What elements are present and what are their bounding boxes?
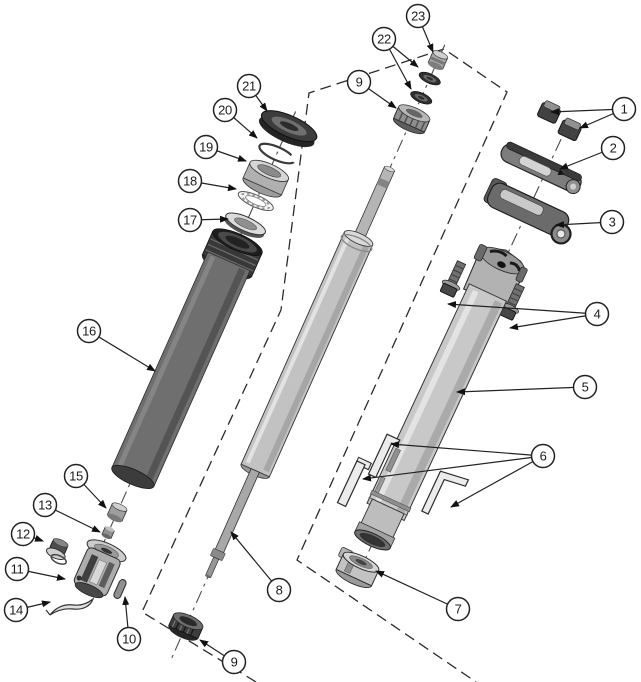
balloon-21: 21 bbox=[236, 73, 262, 99]
left-assembly bbox=[97, 110, 318, 557]
svg-text:19: 19 bbox=[199, 140, 213, 155]
svg-text:1: 1 bbox=[621, 102, 628, 117]
balloon-5: 5 bbox=[572, 374, 598, 400]
middle-assembly bbox=[168, 44, 449, 660]
leader-6c bbox=[450, 455, 544, 508]
part-15-spacer bbox=[106, 502, 128, 523]
part-2-upper-clamp bbox=[500, 141, 582, 195]
svg-text:22: 22 bbox=[377, 32, 391, 47]
svg-text:17: 17 bbox=[183, 213, 197, 228]
svg-text:7: 7 bbox=[455, 602, 462, 617]
balloon-15: 15 bbox=[63, 463, 89, 489]
balloon-14: 14 bbox=[3, 597, 29, 623]
balloon-22: 22 bbox=[371, 26, 397, 52]
balloon-18: 18 bbox=[177, 168, 203, 194]
part-22-oring-b bbox=[410, 91, 433, 105]
balloon-9-top: 9 bbox=[346, 69, 372, 95]
svg-text:13: 13 bbox=[38, 498, 52, 513]
svg-text:2: 2 bbox=[610, 141, 617, 156]
svg-text:16: 16 bbox=[82, 324, 96, 339]
balloon-3: 3 bbox=[599, 209, 625, 235]
leader-6a bbox=[390, 441, 544, 457]
balloon-12: 12 bbox=[10, 521, 36, 547]
part-7-lower-collar bbox=[335, 547, 380, 589]
svg-text:6: 6 bbox=[540, 449, 547, 464]
part-22-oring-a bbox=[418, 71, 441, 86]
balloon-17: 17 bbox=[177, 207, 203, 233]
part-11-actuator-body bbox=[73, 539, 127, 599]
balloons: 23 22 9 21 20 19 18 17 bbox=[3, 3, 637, 675]
balloon-1: 1 bbox=[611, 96, 637, 122]
part-9-collar-bottom bbox=[168, 612, 204, 641]
balloon-6: 6 bbox=[530, 443, 556, 469]
svg-text:15: 15 bbox=[69, 469, 83, 484]
svg-text:23: 23 bbox=[411, 9, 425, 24]
kit-outline-dashed bbox=[141, 48, 508, 682]
svg-text:5: 5 bbox=[582, 380, 589, 395]
part-21-seal-collar bbox=[258, 110, 318, 148]
leader-6b bbox=[362, 455, 544, 482]
part-14-spring-clip bbox=[45, 597, 95, 616]
part-3-lower-clamp bbox=[483, 178, 572, 245]
balloon-16: 16 bbox=[76, 318, 102, 344]
part-18-wave-washer bbox=[237, 191, 274, 212]
part-1-rail-nut-b bbox=[557, 117, 582, 142]
balloon-13: 13 bbox=[32, 492, 58, 518]
part-9-collar-top bbox=[392, 104, 431, 135]
part-20-snap-ring bbox=[258, 142, 300, 165]
leader-5 bbox=[456, 386, 586, 396]
svg-text:10: 10 bbox=[122, 632, 136, 647]
balloon-20: 20 bbox=[212, 97, 238, 123]
svg-text:20: 20 bbox=[218, 103, 232, 118]
balloon-23: 23 bbox=[405, 3, 431, 29]
svg-text:8: 8 bbox=[276, 583, 283, 598]
part-23-valve-cap bbox=[427, 50, 449, 71]
part-16-lower-tube bbox=[111, 228, 263, 489]
part-6-key-b bbox=[336, 456, 373, 508]
leader-4b bbox=[509, 313, 598, 331]
svg-text:14: 14 bbox=[9, 603, 23, 618]
part-19-bushing bbox=[242, 159, 289, 198]
svg-text:11: 11 bbox=[11, 562, 24, 577]
part-5-upper-post bbox=[354, 283, 508, 551]
part-8-damper-shaft bbox=[205, 165, 396, 579]
right-assembly bbox=[335, 100, 582, 589]
part-10-pin bbox=[113, 579, 127, 599]
balloon-9-bottom: 9 bbox=[221, 649, 247, 675]
part-4-bolt-a bbox=[439, 260, 467, 298]
balloon-10: 10 bbox=[116, 626, 142, 652]
balloon-4: 4 bbox=[584, 301, 610, 327]
balloon-7: 7 bbox=[445, 596, 471, 622]
balloon-2: 2 bbox=[600, 135, 626, 161]
leader-7 bbox=[375, 570, 459, 610]
svg-text:9: 9 bbox=[231, 655, 238, 670]
part-13-ball-end bbox=[101, 526, 115, 540]
leader-16 bbox=[88, 330, 156, 372]
balloon-11: 11 bbox=[4, 556, 30, 582]
balloon-19: 19 bbox=[193, 134, 219, 160]
centerline-middle bbox=[170, 44, 446, 660]
svg-text:3: 3 bbox=[609, 215, 616, 230]
part-12-set-screw bbox=[45, 538, 69, 565]
part-6-key-c bbox=[421, 470, 470, 515]
part-17-washer bbox=[224, 212, 266, 238]
balloon-8: 8 bbox=[266, 577, 292, 603]
svg-text:12: 12 bbox=[16, 527, 30, 542]
svg-text:18: 18 bbox=[183, 174, 197, 189]
svg-text:9: 9 bbox=[356, 75, 363, 90]
svg-text:4: 4 bbox=[594, 307, 601, 322]
leader-4a bbox=[447, 301, 598, 315]
svg-text:21: 21 bbox=[242, 79, 256, 94]
leader-8 bbox=[230, 531, 280, 591]
